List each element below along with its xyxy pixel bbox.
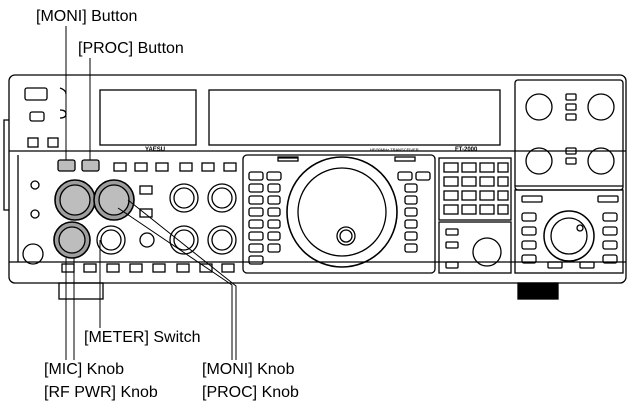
label-moni-knob: [MONI] Knob (202, 361, 295, 378)
main-tuning-dial (286, 156, 398, 268)
leader-proc-knob (127, 199, 237, 360)
label-moni-button: [MONI] Button (36, 8, 138, 25)
label-proc-knob: [PROC] Knob (202, 384, 299, 401)
label-rf-pwr-knob: [RF PWR] Knob (44, 384, 158, 401)
brand-text: YAESU (145, 147, 165, 153)
main-display (208, 89, 501, 146)
label-mic-knob: [MIC] Knob (44, 361, 125, 378)
label-proc-button: [PROC] Button (78, 40, 184, 57)
model-subtitle-text: HF/50MHz TRANSCEIVER (370, 147, 419, 152)
model-text: FT-2000 (455, 147, 478, 153)
sub-display (99, 89, 197, 146)
label-meter-switch: [METER] Switch (84, 329, 201, 346)
chassis (8, 74, 627, 284)
leader-moni-knob (117, 207, 233, 360)
